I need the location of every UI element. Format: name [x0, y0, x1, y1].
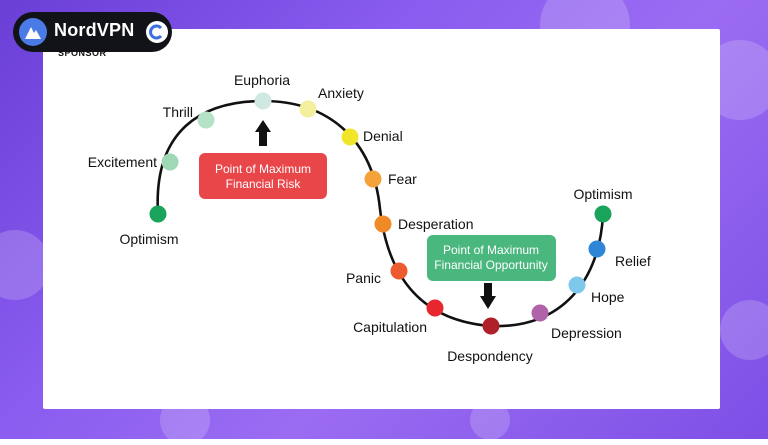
diagram-card: Point of Maximum Financial Risk Point of… — [43, 29, 720, 409]
stage-label-5: Denial — [363, 128, 403, 144]
stage-label-3: Euphoria — [234, 72, 290, 88]
sponsor-brand-name: NordVPN — [54, 20, 135, 40]
stage-label-10: Despondency — [447, 348, 533, 364]
opportunity-callout: Point of Maximum Financial Opportunity — [427, 235, 556, 309]
stage-dot-2 — [197, 111, 215, 129]
bokeh-bubble — [720, 300, 768, 360]
opportunity-box-line2: Financial Opportunity — [434, 258, 547, 272]
stage-dot-1 — [161, 153, 179, 171]
stage-dot-5 — [341, 128, 359, 146]
stage-dot-7 — [374, 215, 392, 233]
stage-label-6: Fear — [388, 171, 417, 187]
stage-dot-13 — [588, 240, 606, 258]
stage-dot-9 — [426, 299, 444, 317]
stage-label-4: Anxiety — [318, 85, 364, 101]
stage-dot-8 — [390, 262, 408, 280]
stage-label-7: Desperation — [398, 216, 474, 232]
stage-label-2: Thrill — [163, 104, 193, 120]
stage-label-0: Optimism — [119, 231, 178, 247]
stage-dot-4 — [299, 100, 317, 118]
stage-dot-11 — [531, 304, 549, 322]
c-circle-icon — [145, 20, 169, 44]
risk-box-line1: Point of Maximum — [215, 162, 311, 176]
sponsor-label: SPONSOR — [58, 48, 107, 58]
risk-callout: Point of Maximum Financial Risk — [199, 120, 327, 199]
stage-label-11: Depression — [551, 325, 622, 341]
opportunity-box — [427, 235, 556, 281]
stage-dot-0 — [149, 205, 167, 223]
arrow-down-icon — [480, 283, 496, 309]
market-cycle-curve — [156, 99, 605, 328]
nordvpn-mountain-icon — [19, 18, 47, 46]
stage-dot-3 — [254, 92, 272, 110]
stage-dot-12 — [568, 276, 586, 294]
sentiment-cycle-diagram: Point of Maximum Financial Risk Point of… — [88, 72, 651, 364]
risk-box — [199, 153, 327, 199]
stage-dot-10 — [482, 317, 500, 335]
stage-dot-6 — [364, 170, 382, 188]
risk-box-line2: Financial Risk — [226, 177, 302, 191]
opportunity-box-line1: Point of Maximum — [443, 243, 539, 257]
nordvpn-sponsor-badge[interactable]: NordVPN — [13, 12, 172, 52]
arrow-up-icon — [255, 120, 271, 146]
stage-label-9: Capitulation — [353, 319, 427, 335]
stage-label-8: Panic — [346, 270, 381, 286]
stage-label-1: Excitement — [88, 154, 157, 170]
stage-dot-14 — [594, 205, 612, 223]
stage-label-14: Optimism — [573, 186, 632, 202]
stage-label-12: Hope — [591, 289, 625, 305]
stage-label-13: Relief — [615, 253, 651, 269]
